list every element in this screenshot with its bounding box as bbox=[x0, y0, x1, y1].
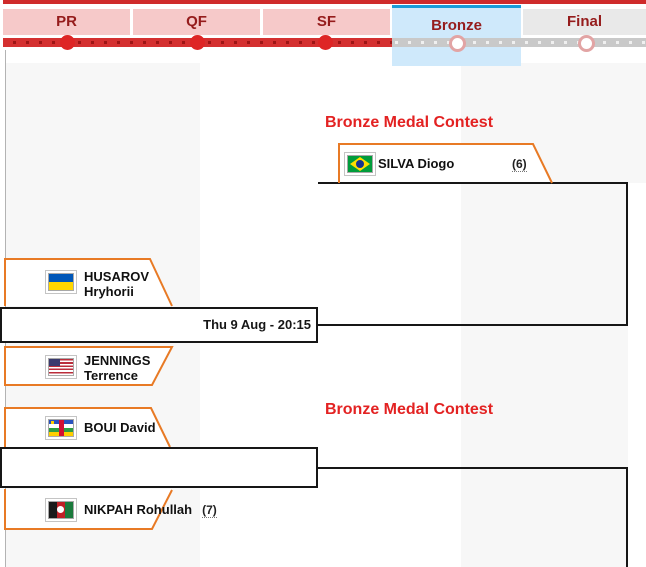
athlete-entry-nikpah[interactable]: NIKPAH Rohullah (7) bbox=[84, 502, 217, 518]
tab-bronze-label: Bronze bbox=[431, 17, 482, 34]
match-schedule-box-contest2 bbox=[0, 447, 318, 488]
seed-nikpah: (7) bbox=[202, 503, 217, 518]
round-marker-sf-icon[interactable] bbox=[318, 35, 333, 50]
tab-pr[interactable]: PR bbox=[3, 9, 130, 35]
afghanistan-flag-icon bbox=[45, 498, 77, 522]
tab-final-label: Final bbox=[566, 13, 602, 30]
tab-sf[interactable]: SF bbox=[263, 9, 390, 35]
tab-final[interactable]: Final bbox=[523, 9, 646, 35]
timeline-upcoming-segment bbox=[392, 38, 646, 47]
brazil-flag-icon bbox=[344, 152, 376, 176]
column-shading-right-top bbox=[628, 63, 646, 183]
athlete-lastname-husarov: HUSAROV bbox=[84, 269, 150, 284]
tab-pr-label: PR bbox=[56, 13, 77, 30]
athlete-name-nikpah: NIKPAH Rohullah bbox=[84, 502, 193, 517]
athlete-entry-silva[interactable]: SILVA Diogo bbox=[378, 156, 454, 171]
round-marker-qf-icon[interactable] bbox=[190, 35, 205, 50]
top-red-strip bbox=[3, 0, 646, 4]
tab-sf-label: SF bbox=[316, 13, 337, 30]
athlete-entry-husarov[interactable]: HUSAROV Hryhorii bbox=[84, 269, 149, 299]
tab-qf[interactable]: QF bbox=[133, 9, 260, 35]
athlete-name-boui: BOUI David bbox=[84, 420, 156, 435]
central-african-republic-flag-icon bbox=[45, 416, 77, 440]
athlete-firstname-jennings: Terrence bbox=[84, 368, 138, 383]
round-marker-bronze-icon[interactable] bbox=[449, 35, 466, 52]
bronze-contest2-heading: Bronze Medal Contest bbox=[325, 401, 494, 418]
match-schedule-text: Thu 9 Aug - 20:15 bbox=[203, 317, 311, 332]
athlete-lastname-jennings: JENNINGS bbox=[84, 353, 151, 368]
bronze-contest1-heading: Bronze Medal Contest bbox=[325, 114, 494, 131]
ukraine-flag-icon bbox=[45, 270, 77, 294]
athlete-entry-jennings[interactable]: JENNINGS Terrence bbox=[84, 353, 150, 383]
column-shading-right bbox=[461, 63, 628, 567]
tab-bronze[interactable]: Bronze bbox=[392, 5, 521, 66]
seed-silva: (6) bbox=[512, 157, 527, 172]
tab-qf-label: QF bbox=[186, 13, 207, 30]
round-marker-pr-icon[interactable] bbox=[60, 35, 75, 50]
athlete-firstname-husarov: Hryhorii bbox=[84, 284, 134, 299]
round-marker-final-icon[interactable] bbox=[578, 35, 595, 52]
athlete-name-silva: SILVA Diogo bbox=[378, 156, 455, 171]
match-schedule-box-contest1: Thu 9 Aug - 20:15 bbox=[0, 307, 318, 343]
athlete-entry-boui[interactable]: BOUI David bbox=[84, 420, 156, 435]
united-states-flag-icon bbox=[45, 355, 77, 379]
